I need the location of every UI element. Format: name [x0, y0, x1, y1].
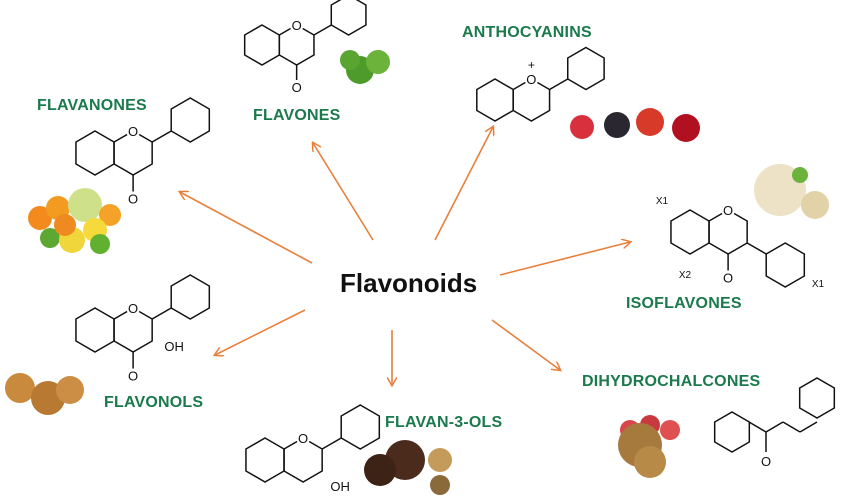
ring [170, 97, 211, 143]
o-bg [296, 431, 311, 445]
food-item [634, 446, 666, 478]
berries-image [570, 108, 700, 142]
atom-label: O [723, 271, 733, 286]
food-item [68, 188, 102, 222]
o-bg [289, 18, 304, 32]
bond [782, 421, 801, 433]
arrow-to-flavanones [180, 192, 313, 264]
o-bg [524, 72, 539, 86]
bond [313, 24, 332, 36]
ring [340, 404, 381, 450]
label-flavan-3-ols: FLAVAN-3-OLS [385, 414, 503, 431]
atom-label: O [292, 80, 302, 95]
bond [748, 421, 767, 433]
atom-label: O [128, 124, 138, 139]
ring [75, 130, 115, 176]
arrow-to-flavonols [215, 309, 306, 355]
ring [170, 274, 211, 320]
o-bg [126, 301, 141, 315]
food-item [570, 115, 594, 139]
o-bg [721, 203, 736, 217]
bond [746, 242, 767, 255]
food-item [430, 475, 450, 495]
structure-flavones: OO [243, 0, 367, 95]
onions-image [5, 373, 84, 415]
ring [670, 209, 710, 255]
o-bg [126, 124, 141, 138]
atom-label: O [723, 203, 733, 218]
ring [765, 242, 806, 288]
ring [566, 46, 605, 91]
food-item [56, 376, 84, 404]
food-item [40, 228, 60, 248]
apple-basket-image [618, 415, 680, 478]
bond [765, 421, 784, 433]
food-item [660, 420, 680, 440]
atom-label: O [298, 431, 308, 446]
label-flavonols: FLAVONOLS [104, 394, 204, 411]
label-isoflavones: ISOFLAVONES [626, 295, 742, 312]
atom-label: X1 [656, 196, 669, 207]
food-item [99, 204, 121, 226]
parsley-image [340, 50, 390, 84]
ring [476, 78, 514, 122]
food-item [366, 50, 390, 74]
atom-label: O [128, 301, 138, 316]
chocolate-image [364, 440, 452, 495]
food-item [90, 234, 110, 254]
arrow-to-dihydrochalcones [491, 319, 560, 370]
citrus-fruits-image [28, 188, 121, 254]
structure-anthocyanins: O+ [476, 46, 605, 122]
food-item [46, 196, 70, 220]
arrow-to-anthocyanins [434, 127, 493, 241]
tofu-soybeans-image [754, 164, 829, 219]
atom-label: X1 [812, 279, 825, 290]
food-item [636, 108, 664, 136]
ring [245, 437, 285, 483]
atom-label: O [526, 72, 536, 87]
arrow-to-flavones [313, 143, 374, 241]
label-flavanones: FLAVANONES [37, 97, 147, 114]
food-item [801, 191, 829, 219]
food-item [364, 454, 396, 486]
food-item [5, 373, 35, 403]
bond [321, 437, 342, 450]
food-item [28, 206, 52, 230]
ring [243, 24, 281, 66]
ring [330, 0, 367, 36]
atom-label: X2 [679, 270, 692, 281]
atom-label: O [761, 454, 771, 469]
structure-flavan-3-ols: O OH [245, 404, 381, 494]
bond [151, 130, 172, 143]
bond [549, 78, 569, 91]
food-item [792, 167, 808, 183]
atom-label: O [128, 192, 138, 207]
bond [151, 307, 172, 320]
food-item [672, 114, 700, 142]
structure-flavonols: O O OH [75, 274, 211, 384]
atom-label: + [528, 58, 535, 72]
food-item [54, 214, 76, 236]
center-title: Flavonoids [340, 268, 478, 298]
bond [799, 421, 818, 433]
food-item [604, 112, 630, 138]
ring [798, 377, 836, 419]
label-anthocyanins: ANTHOCYANINS [462, 24, 592, 41]
structure-flavanones: OO [75, 97, 211, 207]
label-flavones: FLAVONES [253, 107, 341, 124]
ring [713, 411, 751, 453]
atom-label: O [292, 18, 302, 33]
label-dihydrochalcones: DIHYDROCHALCONES [582, 373, 761, 390]
atom-label: OH [164, 339, 184, 354]
food-item [340, 50, 360, 70]
arrow-to-isoflavones [499, 242, 630, 276]
structure-dihydrochalcones: O [713, 377, 836, 469]
atom-label: OH [330, 479, 350, 494]
ring [75, 307, 115, 353]
food-item [428, 448, 452, 472]
atom-label: O [128, 369, 138, 384]
